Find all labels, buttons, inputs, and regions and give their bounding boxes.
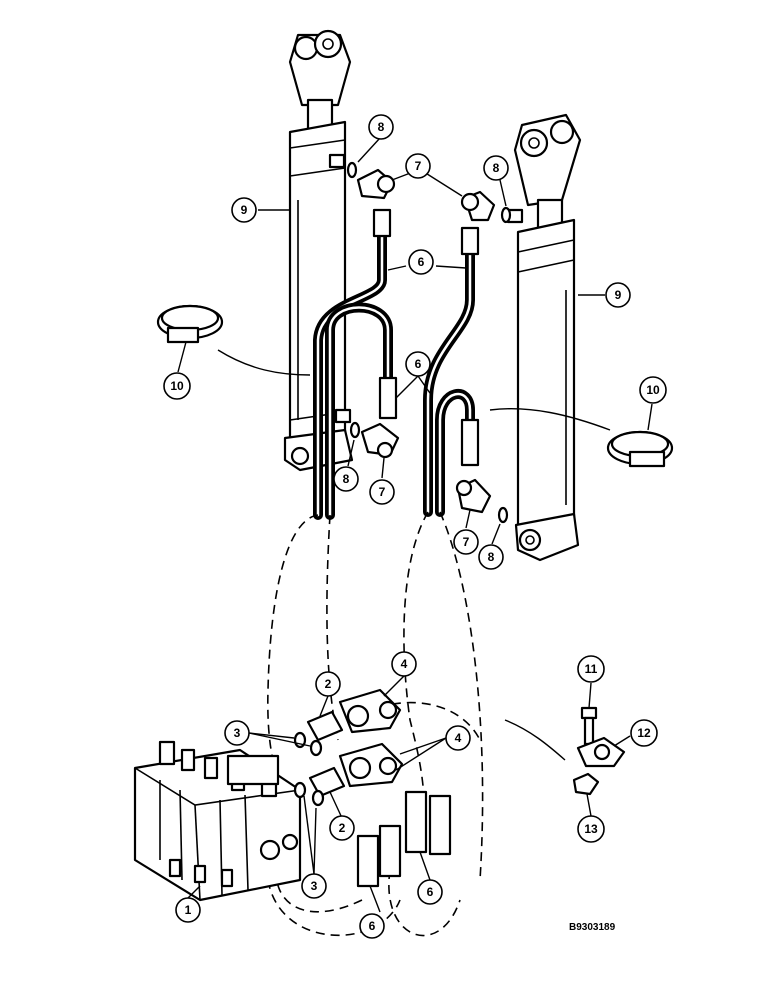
svg-text:8: 8 (378, 120, 385, 134)
callout-8: 8 (333, 466, 359, 492)
svg-text:3: 3 (234, 726, 241, 740)
callout-8: 8 (368, 114, 394, 140)
callout-6: 6 (408, 249, 434, 275)
callout-7: 7 (405, 153, 431, 179)
svg-text:8: 8 (343, 472, 350, 486)
svg-text:7: 7 (463, 535, 470, 549)
callout-4: 4 (391, 651, 417, 677)
svg-text:8: 8 (488, 550, 495, 564)
leader-lines (177, 137, 653, 913)
svg-text:1: 1 (185, 903, 192, 917)
callout-3: 3 (224, 720, 250, 746)
svg-text:10: 10 (646, 383, 660, 397)
svg-text:2: 2 (325, 677, 332, 691)
svg-text:12: 12 (637, 726, 651, 740)
callout-13: 13 (577, 815, 605, 843)
svg-text:6: 6 (369, 919, 376, 933)
svg-text:10: 10 (170, 379, 184, 393)
svg-text:11: 11 (585, 662, 598, 676)
callout-8: 8 (483, 155, 509, 181)
control-valve-assembly (133, 740, 302, 902)
callout-2: 2 (315, 671, 341, 697)
hose-clamp-right (606, 430, 674, 468)
callout-1: 1 (175, 897, 201, 923)
callout-11: 11 (577, 655, 605, 683)
callout-9: 9 (605, 282, 631, 308)
callout-6: 6 (417, 879, 443, 905)
figure-reference-code: B9303189 (569, 922, 616, 933)
hose-clamp-left (156, 304, 224, 344)
o-rings-lower (293, 731, 325, 807)
svg-text:9: 9 (241, 203, 248, 217)
clip-hardware (504, 706, 626, 796)
svg-text:8: 8 (493, 161, 500, 175)
svg-text:6: 6 (418, 255, 425, 269)
o-rings-upper (346, 161, 512, 524)
svg-text:6: 6 (427, 885, 434, 899)
callout-8: 8 (478, 544, 504, 570)
svg-text:9: 9 (615, 288, 622, 302)
svg-text:6: 6 (415, 357, 422, 371)
straight-adapters (306, 710, 346, 798)
callout-6: 6 (405, 351, 431, 377)
callout-2: 2 (329, 815, 355, 841)
svg-text:7: 7 (415, 159, 422, 173)
callout-4: 4 (445, 725, 471, 751)
callout-10: 10 (639, 376, 667, 404)
callout-10: 10 (163, 372, 191, 400)
callout-9: 9 (231, 197, 257, 223)
callout-7: 7 (453, 529, 479, 555)
svg-text:7: 7 (379, 485, 386, 499)
tee-fittings (338, 688, 404, 788)
right-hydraulic-cylinder (506, 113, 582, 562)
hose-ends-lower (356, 790, 452, 888)
svg-text:4: 4 (455, 731, 462, 745)
callout-6: 6 (359, 913, 385, 939)
callout-7: 7 (369, 479, 395, 505)
callout-12: 12 (630, 719, 658, 747)
svg-text:2: 2 (339, 821, 346, 835)
svg-text:13: 13 (584, 822, 598, 836)
svg-text:3: 3 (311, 879, 318, 893)
callout-3: 3 (301, 873, 327, 899)
svg-text:4: 4 (401, 657, 408, 671)
elbow-fittings (356, 168, 496, 514)
